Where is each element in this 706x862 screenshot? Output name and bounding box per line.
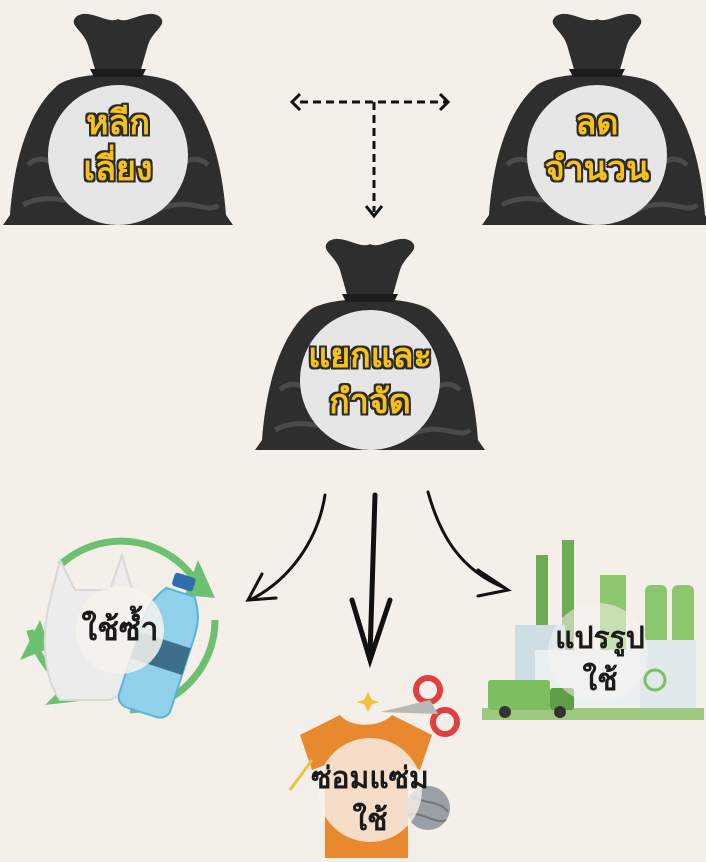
- reduce-label-line1: ลด: [575, 103, 619, 143]
- needle-icon: [288, 759, 314, 791]
- repair-label-circle: [318, 738, 422, 842]
- scissors-icon: [380, 675, 460, 737]
- dashed-connector: [300, 100, 448, 212]
- reuse-label-circle: [76, 586, 164, 674]
- flow-arrows: [245, 490, 512, 669]
- recycle-label-line1: แปรรูป: [555, 621, 645, 656]
- recycle-symbol-icon: [643, 668, 667, 692]
- avoid-label: หลีก เลี่ยง: [48, 100, 188, 192]
- reduce-label-line2: จำนวน: [544, 149, 650, 189]
- recycle-label-circle: [548, 603, 648, 703]
- avoid-label-line2: เลี่ยง: [83, 149, 153, 189]
- recycle-label-line2: ใช้: [582, 663, 618, 698]
- repair-label-line2: ใช้: [352, 803, 388, 838]
- reduce-label: ลด จำนวน: [517, 100, 677, 192]
- repair-label-line1: ซ่อมแซ่ม: [311, 761, 429, 796]
- sort-label-line1: แยกและ: [308, 336, 432, 376]
- sort-label: แยกและ กำจัด: [290, 333, 450, 425]
- recycle-label: แปรรูป ใช้: [535, 618, 665, 702]
- repair-label: ซ่อมแซ่ม ใช้: [290, 758, 450, 842]
- truck-icon: [488, 680, 574, 718]
- reuse-label-text: ใช้ซ้ำ: [81, 610, 159, 648]
- dashed-arrowheads: [289, 92, 451, 219]
- sort-label-line2: กำจัด: [329, 382, 411, 422]
- sparkle-icon: [356, 692, 380, 712]
- avoid-label-line1: หลีก: [86, 103, 150, 143]
- reuse-label: ใช้ซ้ำ: [60, 608, 180, 650]
